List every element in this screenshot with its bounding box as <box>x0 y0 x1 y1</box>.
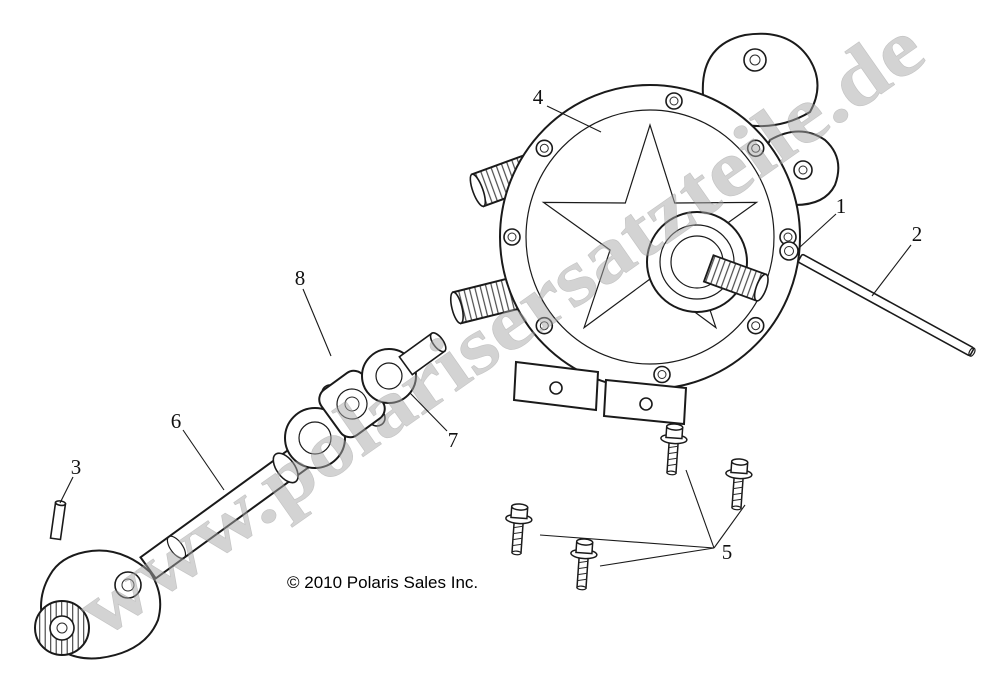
flange-bolt-1 <box>657 422 689 477</box>
gearcase-input-stub-lower <box>449 275 525 325</box>
callout-4: 4 <box>533 85 544 109</box>
leader-line-5c <box>539 534 715 549</box>
leader-line-8 <box>302 288 332 357</box>
watermark-text: www.polarisersatzteile.de <box>62 3 940 654</box>
callout-7: 7 <box>448 428 459 452</box>
prop-shaft-u-joint <box>284 332 447 469</box>
pin-drawing <box>49 500 67 541</box>
leader-line-7 <box>409 392 448 432</box>
leader-lines <box>59 105 912 567</box>
callout-6: 6 <box>171 409 182 433</box>
prop-shaft-yoke <box>34 549 162 660</box>
rod-drawing <box>797 253 976 357</box>
flange-bolt-3 <box>502 502 534 557</box>
prop-shaft-drawing <box>34 332 447 660</box>
callout-3: 3 <box>71 455 82 479</box>
gearcase-mounting-feet <box>512 360 688 426</box>
gearcase-output-hub <box>646 211 769 313</box>
leader-line-2 <box>871 244 912 297</box>
flange-bolt-4 <box>567 537 599 592</box>
leader-line-5d <box>599 547 715 567</box>
gearcase-drawing <box>449 32 840 426</box>
leader-line-6 <box>182 429 225 491</box>
bolt-group <box>502 422 754 592</box>
leader-line-3 <box>59 476 74 504</box>
flange-bolt-2 <box>722 457 754 512</box>
leader-line-5a <box>685 469 715 549</box>
callout-8: 8 <box>295 266 306 290</box>
callout-5: 5 <box>722 540 733 564</box>
callout-1: 1 <box>836 194 847 218</box>
nut-part <box>779 241 799 261</box>
leader-line-4 <box>546 105 602 133</box>
callout-2: 2 <box>912 222 923 246</box>
leader-line-1 <box>799 213 837 248</box>
copyright-text: © 2010 Polaris Sales Inc. <box>287 573 478 592</box>
callouts: 1 2 3 4 5 6 7 8 <box>71 85 923 564</box>
leader-line-5b <box>713 504 746 549</box>
